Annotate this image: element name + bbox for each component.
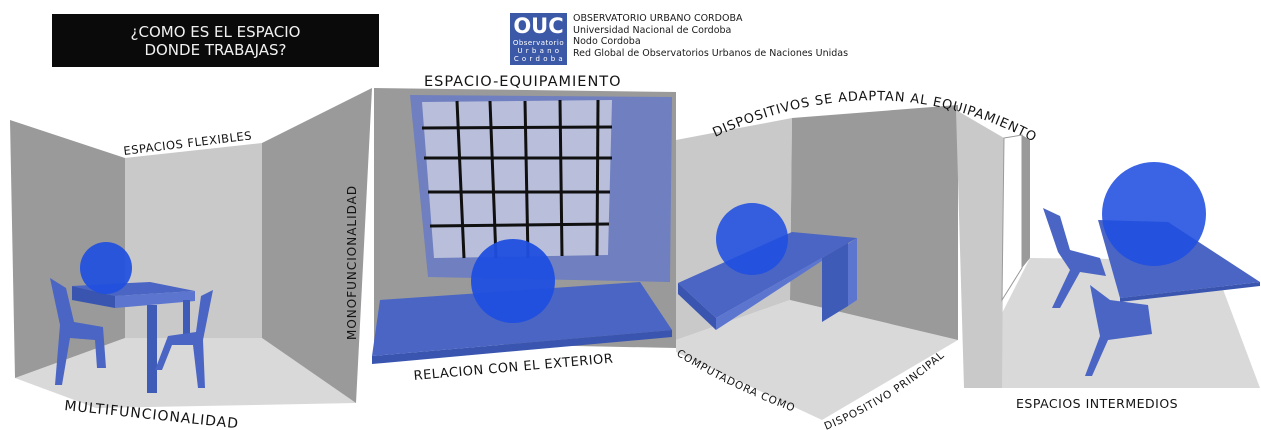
organization-info: OBSERVATORIO URBANO CORDOBA Universidad … bbox=[573, 13, 848, 59]
room-equipamiento: ESPACIO-EQUIPAMIENTO RELACION CON EL EXT… bbox=[372, 74, 676, 384]
table-front bbox=[72, 286, 115, 308]
window-grid bbox=[421, 99, 613, 259]
doorway bbox=[1001, 134, 1023, 302]
org-university: Universidad Nacional de Cordoba bbox=[573, 24, 732, 36]
side-table-edge bbox=[1120, 282, 1260, 302]
chair-back bbox=[1085, 285, 1152, 376]
table-side bbox=[115, 291, 195, 308]
org-network: Red Global de Observatorios Urbanos de N… bbox=[573, 47, 849, 59]
logo-line-3: C o r d o b a bbox=[513, 55, 564, 63]
org-name: OBSERVATORIO URBANO CORDOBA bbox=[573, 13, 743, 24]
question-line-1: ¿COMO ES EL ESPACIO bbox=[130, 22, 301, 41]
desk-leg bbox=[822, 243, 848, 322]
room1-left-wall bbox=[10, 120, 125, 378]
desk-top bbox=[678, 232, 857, 318]
label-espacio-equipamiento: ESPACIO-EQUIPAMIENTO bbox=[424, 74, 622, 90]
desk-front bbox=[678, 283, 716, 330]
logo-line-1: Observatorio bbox=[512, 39, 565, 47]
room3-floor bbox=[676, 300, 958, 420]
sphere-3 bbox=[716, 203, 788, 275]
platform-edge bbox=[372, 330, 672, 364]
question-line-2: DONDE TRABAJAS? bbox=[144, 40, 287, 59]
room4-left-panel bbox=[956, 110, 1004, 388]
sphere-1 bbox=[80, 242, 132, 294]
logo-line-2: U r b a n o bbox=[517, 47, 560, 55]
chair-front bbox=[1043, 208, 1106, 308]
ouc-logo: OUC Observatorio U r b a n o C o r d o b… bbox=[510, 13, 567, 65]
question-banner: ¿COMO ES EL ESPACIO DONDE TRABAJAS? bbox=[52, 14, 379, 67]
room-multifuncional: ESPACIOS FLEXIBLES MULTIFUNCIONALIDAD MO… bbox=[10, 88, 372, 430]
desk-side bbox=[716, 238, 857, 330]
window-glass bbox=[422, 100, 612, 258]
table-leg-1 bbox=[147, 305, 157, 393]
logo-acronym: OUC bbox=[513, 14, 564, 38]
room3-right-wall bbox=[790, 105, 958, 340]
table-leg-2 bbox=[183, 300, 190, 340]
sphere-2 bbox=[471, 239, 555, 323]
sphere-4 bbox=[1102, 162, 1206, 266]
label-espacios-intermedios: ESPACIOS INTERMEDIOS bbox=[1016, 396, 1178, 411]
org-node: Nodo Cordoba bbox=[573, 36, 641, 47]
label-monofuncionalidad: MONOFUNCIONALIDAD bbox=[345, 185, 359, 340]
room1-back-wall bbox=[125, 143, 262, 338]
room-intermedios: ESPACIOS INTERMEDIOS bbox=[956, 110, 1260, 411]
chair-left bbox=[50, 278, 106, 385]
room4-back-wall bbox=[1022, 135, 1030, 268]
chair-right bbox=[155, 290, 213, 388]
room1-right-wall bbox=[262, 88, 372, 403]
